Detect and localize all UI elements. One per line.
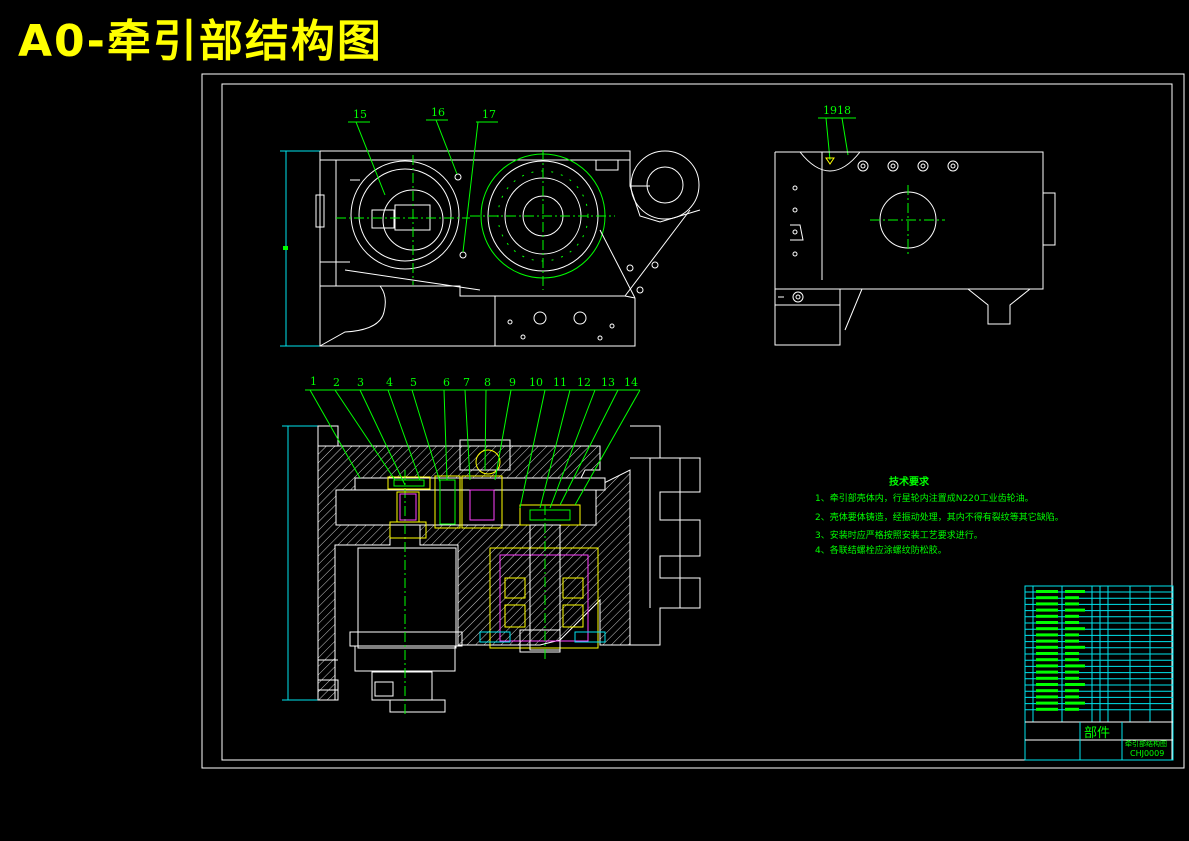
parts-list-row-text [1065, 614, 1079, 618]
parts-list-row-text [1065, 608, 1085, 612]
outer-frame [201, 73, 1185, 769]
bottom-part-numbers: 1 2 3 4 5 6 7 8 9 10 11 12 13 14 [305, 375, 641, 509]
parts-list-row-text [1036, 670, 1058, 674]
parts-list-row-text [1036, 707, 1058, 711]
title-block-drawing-code: CHJ0009 [1130, 749, 1164, 758]
parts-list-row-text [1065, 627, 1085, 631]
part-number: 6 [443, 376, 450, 389]
parts-list-row-text [1036, 645, 1058, 649]
parts-list-row-text [1036, 602, 1058, 606]
parts-list-row-text [1065, 664, 1085, 668]
part-number: 2 [333, 376, 340, 389]
tech-req-item: 4、各联结螺栓应涂螺纹防松胶。 [815, 544, 947, 556]
part-number: 1 [310, 375, 317, 388]
front-view-top [280, 150, 701, 347]
parts-list-row-text [1065, 695, 1079, 699]
part-number: 9 [509, 376, 516, 389]
page-title: A0-牵引部结构图 [18, 16, 383, 67]
part-number: 8 [484, 376, 491, 389]
title-block-drawing-name: 牵引部结构图 [1125, 739, 1167, 748]
parts-list-row-text [1036, 664, 1058, 668]
part-number: 11 [553, 376, 567, 389]
parts-list-row-text [1065, 602, 1079, 606]
parts-list-row-text [1065, 670, 1079, 674]
part-number: 10 [529, 376, 543, 389]
parts-list-row-text [1065, 633, 1079, 637]
part-number: 14 [624, 376, 638, 389]
top-part-numbers: 15 16 17 19 18 [348, 104, 856, 253]
parts-list-row-text [1065, 596, 1079, 600]
parts-list-row-text [1036, 658, 1058, 662]
parts-list-row-text [1065, 676, 1079, 680]
parts-list-row-text [1036, 683, 1058, 686]
parts-list-row-text [1065, 683, 1085, 686]
tech-req-heading: 技术要求 [889, 475, 930, 488]
part-number: 3 [357, 376, 364, 389]
parts-list-row-text [1036, 590, 1058, 593]
section-view-bottom [282, 425, 701, 715]
parts-list-row-text [1065, 639, 1079, 643]
title-block: 部件 牵引部结构图 CHJ0009 [1024, 585, 1174, 761]
parts-list-row-text [1036, 596, 1058, 600]
parts-list-row-text [1036, 627, 1058, 631]
inner-frame [221, 83, 1173, 761]
parts-list-row-text [1065, 689, 1079, 693]
parts-list-row-text [1036, 621, 1058, 624]
part-number: 7 [463, 376, 470, 389]
parts-list-row-text [1065, 701, 1085, 705]
parts-list-row-text [1065, 621, 1079, 624]
side-view-top [774, 151, 1056, 346]
part-number: 13 [601, 376, 615, 389]
parts-list-row-text [1036, 639, 1058, 643]
parts-list-row-text [1065, 707, 1079, 711]
parts-list-row-text [1036, 689, 1058, 693]
parts-list-row-text [1036, 676, 1058, 680]
part-number: 17 [482, 108, 496, 121]
part-number: 18 [837, 104, 851, 117]
parts-list-row-text [1065, 645, 1085, 649]
tech-req-item: 2、壳体要体铸造，经振动处理，其内不得有裂纹等其它缺陷。 [815, 511, 1064, 523]
parts-list-row-text [1036, 701, 1058, 705]
parts-list-row-text [1065, 652, 1079, 655]
part-number: 15 [353, 108, 367, 121]
parts-list-row-text [1036, 614, 1058, 618]
parts-list-row-text [1036, 695, 1058, 699]
parts-list-row-text [1065, 590, 1085, 593]
tech-req-item: 1、牵引部壳体内，行星轮内注置成N220工业齿轮油。 [815, 492, 1034, 504]
parts-list-row-text [1065, 658, 1079, 662]
title-block-part-label: 部件 [1084, 726, 1110, 741]
part-number: 5 [410, 376, 417, 389]
parts-list-row-text [1036, 608, 1058, 612]
part-number: 16 [431, 106, 445, 119]
parts-list-row-text [1036, 652, 1058, 655]
technical-requirements: 技术要求 1、牵引部壳体内，行星轮内注置成N220工业齿轮油。 2、壳体要体铸造… [815, 475, 1064, 556]
part-number: 12 [577, 376, 591, 389]
part-number: 4 [386, 376, 393, 389]
tech-req-item: 3、安装时应严格按照安装工艺要求进行。 [815, 529, 983, 541]
parts-list-row-text [1036, 633, 1058, 637]
part-number: 19 [823, 104, 837, 117]
